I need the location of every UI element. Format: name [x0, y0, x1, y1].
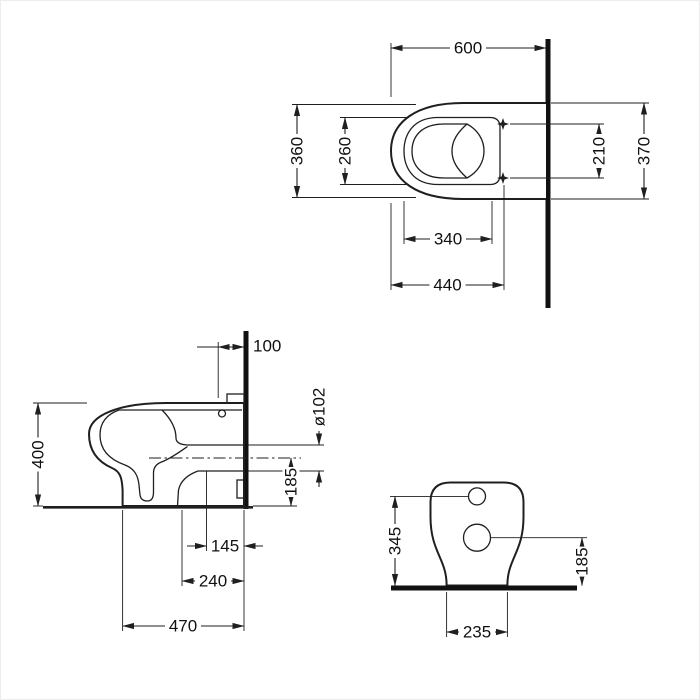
toilet-plan-outline [389, 102, 546, 200]
dim-label-370: 370 [635, 137, 654, 165]
dimension-470: 470 [122, 510, 245, 636]
dim-label-145: 145 [211, 537, 239, 556]
bowl-cavity-line [99, 409, 188, 502]
dim-label-240: 240 [199, 572, 227, 591]
dim-label-outlet-diameter: ø102 [310, 388, 329, 427]
dimension-600: 600 [390, 39, 547, 97]
dim-label-360: 360 [288, 137, 307, 165]
top-view: 600 360 260 210 [288, 39, 654, 308]
dimension-400: 400 [29, 402, 87, 507]
dimension-235: 235 [446, 592, 508, 642]
dim-label-400: 400 [29, 440, 48, 468]
dim-label-345: 345 [386, 527, 405, 555]
dim-label-210: 210 [590, 137, 609, 165]
dimension-240: 240 [181, 510, 245, 591]
dimension-145: 145 [187, 471, 263, 556]
dimension-100: 100 [197, 337, 281, 398]
inlet-spud [226, 393, 245, 404]
dimension-345: 345 [386, 495, 469, 586]
weir-line [161, 409, 188, 446]
dim-label-185-rear: 185 [573, 547, 592, 575]
dim-label-470: 470 [169, 617, 197, 636]
toilet-rear-outline [429, 481, 525, 587]
dim-label-260: 260 [336, 137, 355, 165]
dim-label-440: 440 [433, 276, 461, 295]
dimension-360: 360 [288, 104, 416, 198]
dim-label-340: 340 [434, 230, 462, 249]
dimension-185-side: 185 [253, 457, 301, 507]
rear-view: 345 185 235 [386, 481, 592, 642]
dimension-outlet-diameter: ø102 [248, 383, 329, 487]
dim-label-185: 185 [282, 468, 301, 496]
dimension-185-rear: 185 [490, 537, 592, 586]
toilet-bowl-inner [411, 123, 485, 179]
dimension-440: 440 [390, 185, 505, 295]
fixing-point-circle [217, 409, 227, 418]
dim-label-235: 235 [463, 623, 491, 642]
section-lines [99, 393, 245, 507]
side-view: 100 400 ø102 185 [29, 331, 329, 636]
dimension-260: 260 [336, 117, 409, 185]
dimension-210: 210 [510, 123, 609, 179]
seat-fixing-hole-icon [497, 172, 509, 184]
dimension-340: 340 [403, 201, 493, 249]
seat-fixing-hole-icon [497, 118, 509, 130]
toilet-seat-opening [403, 116, 501, 186]
outlet-stub [236, 479, 245, 499]
bowl-funnel-line [451, 123, 468, 179]
dim-label-600: 600 [454, 39, 482, 58]
toilet-side-outline [87, 402, 245, 507]
dimension-370: 370 [551, 102, 654, 200]
trap-lower-line [176, 470, 199, 507]
dim-label-100: 100 [253, 337, 281, 356]
